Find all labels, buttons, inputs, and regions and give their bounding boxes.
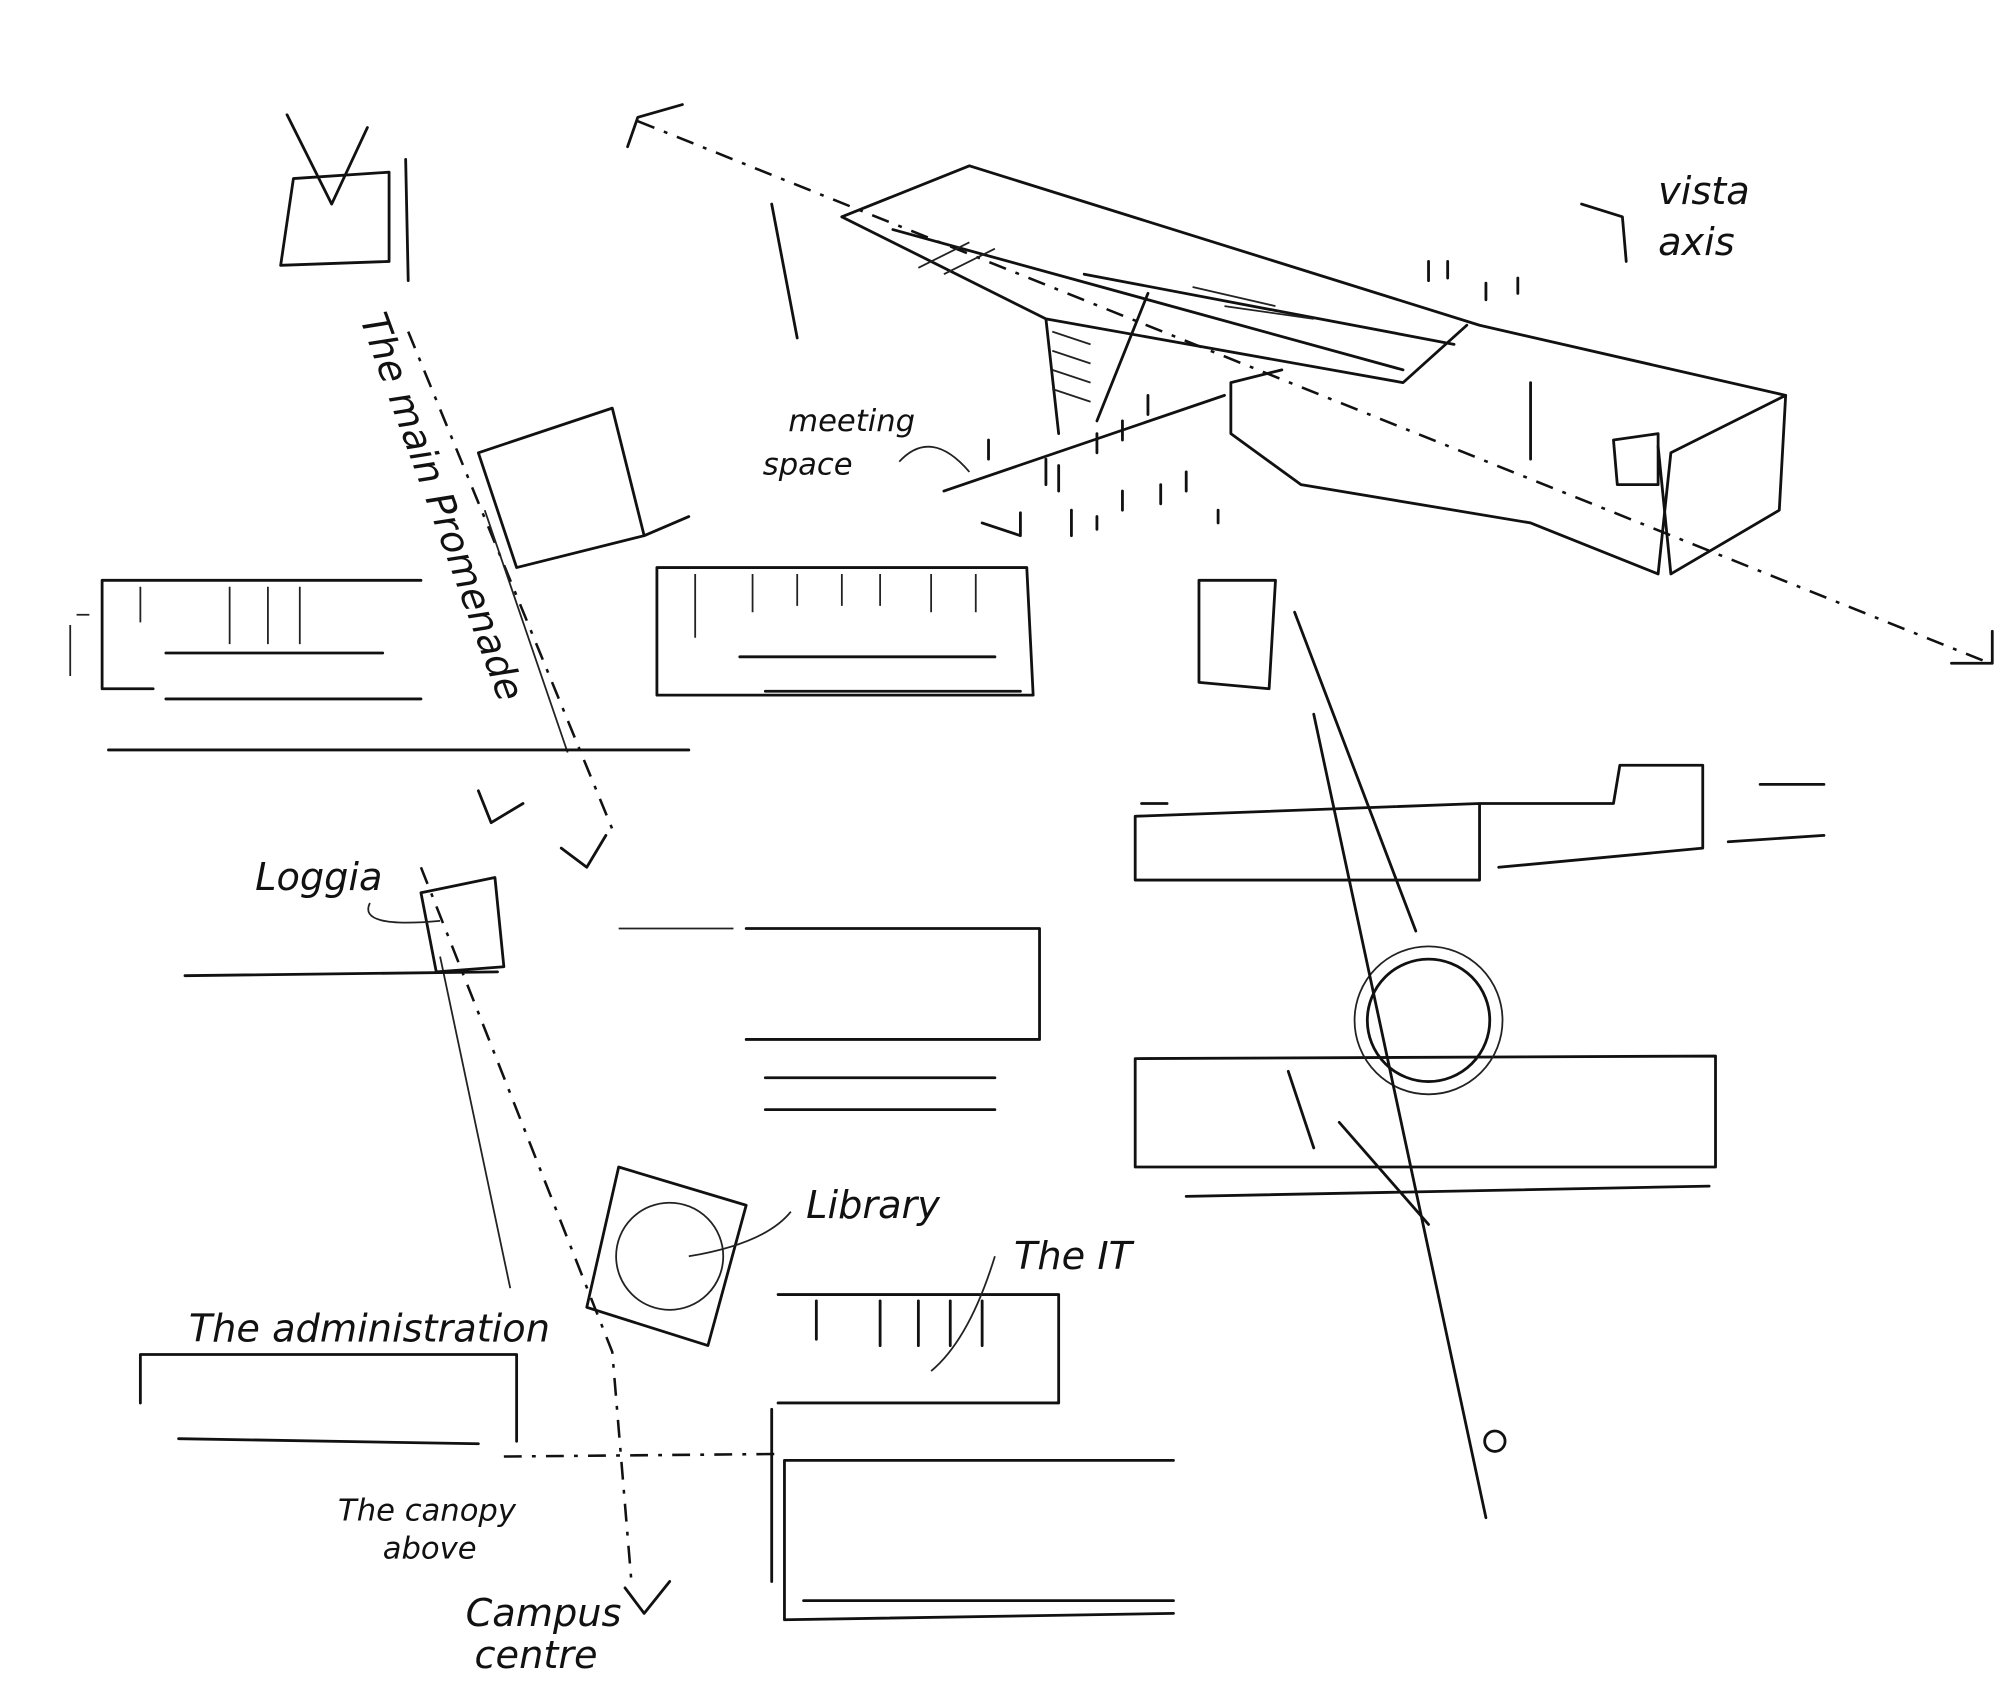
label-it: The IT	[1014, 1234, 1135, 1279]
label-promenade: The main Promenade	[350, 307, 532, 707]
buildings-central	[183, 876, 1041, 1112]
vista-axis	[626, 103, 1994, 665]
label-centre: centre	[475, 1633, 598, 1678]
label-library: Library	[806, 1183, 941, 1228]
label-meeting: meeting	[788, 404, 915, 439]
meeting-space-figures	[987, 260, 1520, 538]
promenade-path	[407, 331, 672, 1615]
buildings-west	[69, 406, 1035, 752]
building-north	[279, 113, 410, 282]
label-vista: vista	[1658, 169, 1750, 214]
label-canopy: The canopy	[338, 1493, 517, 1528]
label-axis: axis	[1658, 220, 1735, 265]
perspective-building	[770, 164, 1788, 576]
label-space: space	[763, 447, 853, 482]
buildings-south	[138, 1293, 1175, 1622]
label-above: above	[383, 1532, 477, 1567]
buildings-east	[1133, 578, 1826, 1520]
library-building	[585, 1165, 748, 1347]
library-leader	[688, 1211, 792, 1258]
meeting-leader	[898, 445, 971, 473]
label-loggia: Loggia	[255, 855, 382, 900]
loggia-leader	[367, 902, 441, 924]
label-campus: Campus	[466, 1591, 622, 1636]
label-administration: The administration	[189, 1307, 550, 1352]
it-leader	[930, 1256, 996, 1372]
